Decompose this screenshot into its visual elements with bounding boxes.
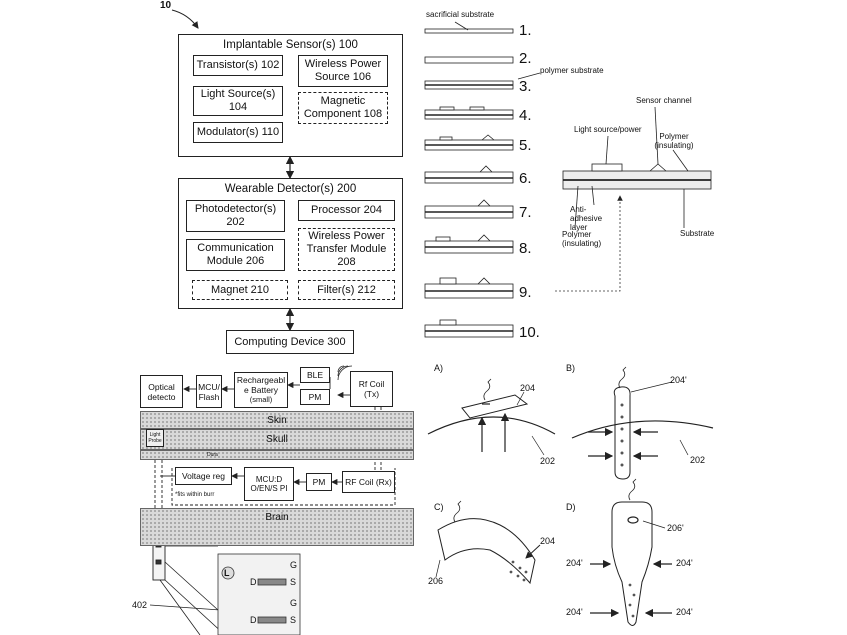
layer-1 <box>425 29 513 33</box>
wireless-power-source-box: Wireless Power Source 106 <box>298 55 388 87</box>
ref-402: 402 <box>132 600 147 610</box>
magnet-box: Magnet 210 <box>192 280 288 300</box>
step-1: 1. <box>519 22 532 39</box>
inset-s2: S <box>290 615 296 625</box>
rf-rx-box: RF Coil (Rx) <box>342 471 395 493</box>
step-2: 2. <box>519 50 532 67</box>
step-8: 8. <box>519 240 532 257</box>
step-7: 7. <box>519 204 532 221</box>
pm-top-box: PM <box>300 389 330 405</box>
optical-detector-box: Optical detecto <box>140 375 183 408</box>
panel-b-dots <box>621 404 624 467</box>
panel-d-drawing <box>590 479 672 626</box>
filters-box: Filter(s) 212 <box>298 280 395 300</box>
inset-d1: D <box>250 577 257 587</box>
light-probe-box: Light Probe <box>146 429 164 447</box>
step-9: 9. <box>519 284 532 301</box>
fig-ref-arrow <box>172 10 198 28</box>
panel-b-202: 202 <box>690 455 705 465</box>
inset-g1: G <box>290 560 297 570</box>
panel-b-204: 204' <box>670 375 687 385</box>
step-4: 4. <box>519 107 532 124</box>
panel-d-dots <box>629 584 636 618</box>
fits-note: *fits within burr <box>175 492 214 498</box>
light-source-box: Light Source(s) 104 <box>193 86 283 116</box>
anti-adhesive-label: Anti-adhesive layer <box>570 205 618 232</box>
modulator-box: Modulator(s) 110 <box>193 122 283 143</box>
rf-tx-box: Rf Coil (Tx) <box>350 371 393 407</box>
panel-d-204-1: 204' <box>566 558 583 568</box>
panel-d-204-3: 204' <box>566 607 583 617</box>
layer-2 <box>425 57 513 63</box>
inset-g2: G <box>290 598 297 608</box>
panel-a-label: A) <box>434 363 443 373</box>
battery-box: Rechargeabl e Battery (small) <box>234 372 288 408</box>
inset-detail <box>218 554 300 635</box>
battery-note: (small) <box>250 395 273 405</box>
panel-d-label: D) <box>566 502 576 512</box>
photodetector-box: Photodetector(s) 202 <box>186 200 285 232</box>
panel-c-label: C) <box>434 502 444 512</box>
figure-ref: 10 <box>160 0 171 11</box>
polymer-insulating-bottom-label: Polymer (insulating) <box>562 230 607 248</box>
mcu-io-box: MCU:D O/EN/S PI <box>244 467 294 501</box>
panel-b-label: B) <box>566 363 575 373</box>
processor-box: Processor 204 <box>298 200 395 221</box>
fab-layers <box>425 29 513 337</box>
step-5: 5. <box>519 137 532 154</box>
polymer-substrate-label: polymer substrate <box>540 66 604 75</box>
inset-l: L <box>224 568 230 578</box>
computing-device-box: Computing Device 300 <box>226 330 354 354</box>
panel-d-206: 206' <box>667 523 684 533</box>
voltage-reg-box: Voltage reg <box>175 467 232 485</box>
inset-d2: D <box>250 615 257 625</box>
panel-c-drawing <box>436 501 540 583</box>
sensor-channel-label: Sensor channel <box>636 96 692 105</box>
panel-a-drawing <box>428 379 555 455</box>
skin-layer: Skin <box>140 411 414 429</box>
wearable-detector-title: Wearable Detector(s) 200 <box>225 183 356 196</box>
dura-layer: Dura <box>140 450 414 460</box>
light-source-power-label: Light source/power <box>574 125 642 134</box>
implantable-sensor-title: Implantable Sensor(s) 100 <box>223 39 358 52</box>
battery-label: Rechargeabl e Battery <box>235 375 287 395</box>
communication-box: Communication Module 206 <box>186 239 285 271</box>
panel-d-204-4: 204' <box>676 607 693 617</box>
inset-s1: S <box>290 577 296 587</box>
panel-a-202: 202 <box>540 456 555 466</box>
ble-box: BLE <box>300 367 330 383</box>
panel-c-204: 204 <box>540 536 555 546</box>
panel-a-204: 204 <box>520 383 535 393</box>
sacrificial-label: sacrificial substrate <box>426 10 494 19</box>
panel-c-206: 206 <box>428 576 443 586</box>
mcu-flash-box: MCU/ Flash <box>196 375 222 408</box>
pm-bottom-box: PM <box>306 473 332 491</box>
panel-d-204-2: 204' <box>676 558 693 568</box>
skull-layer: Skull <box>140 429 414 450</box>
substrate-label: Substrate <box>680 229 714 238</box>
polymer-insulating-top-label: Polymer (insulating) <box>650 132 698 150</box>
magnetic-component-box: Magnetic Component 108 <box>298 92 388 124</box>
brain-layer: Brain <box>140 508 414 546</box>
step-10: 10. <box>519 324 540 341</box>
transistor-box: Transistor(s) 102 <box>193 55 283 76</box>
wireless-transfer-box: Wireless Power Transfer Module 208 <box>298 228 395 271</box>
step-3: 3. <box>519 78 532 95</box>
step-6: 6. <box>519 170 532 187</box>
